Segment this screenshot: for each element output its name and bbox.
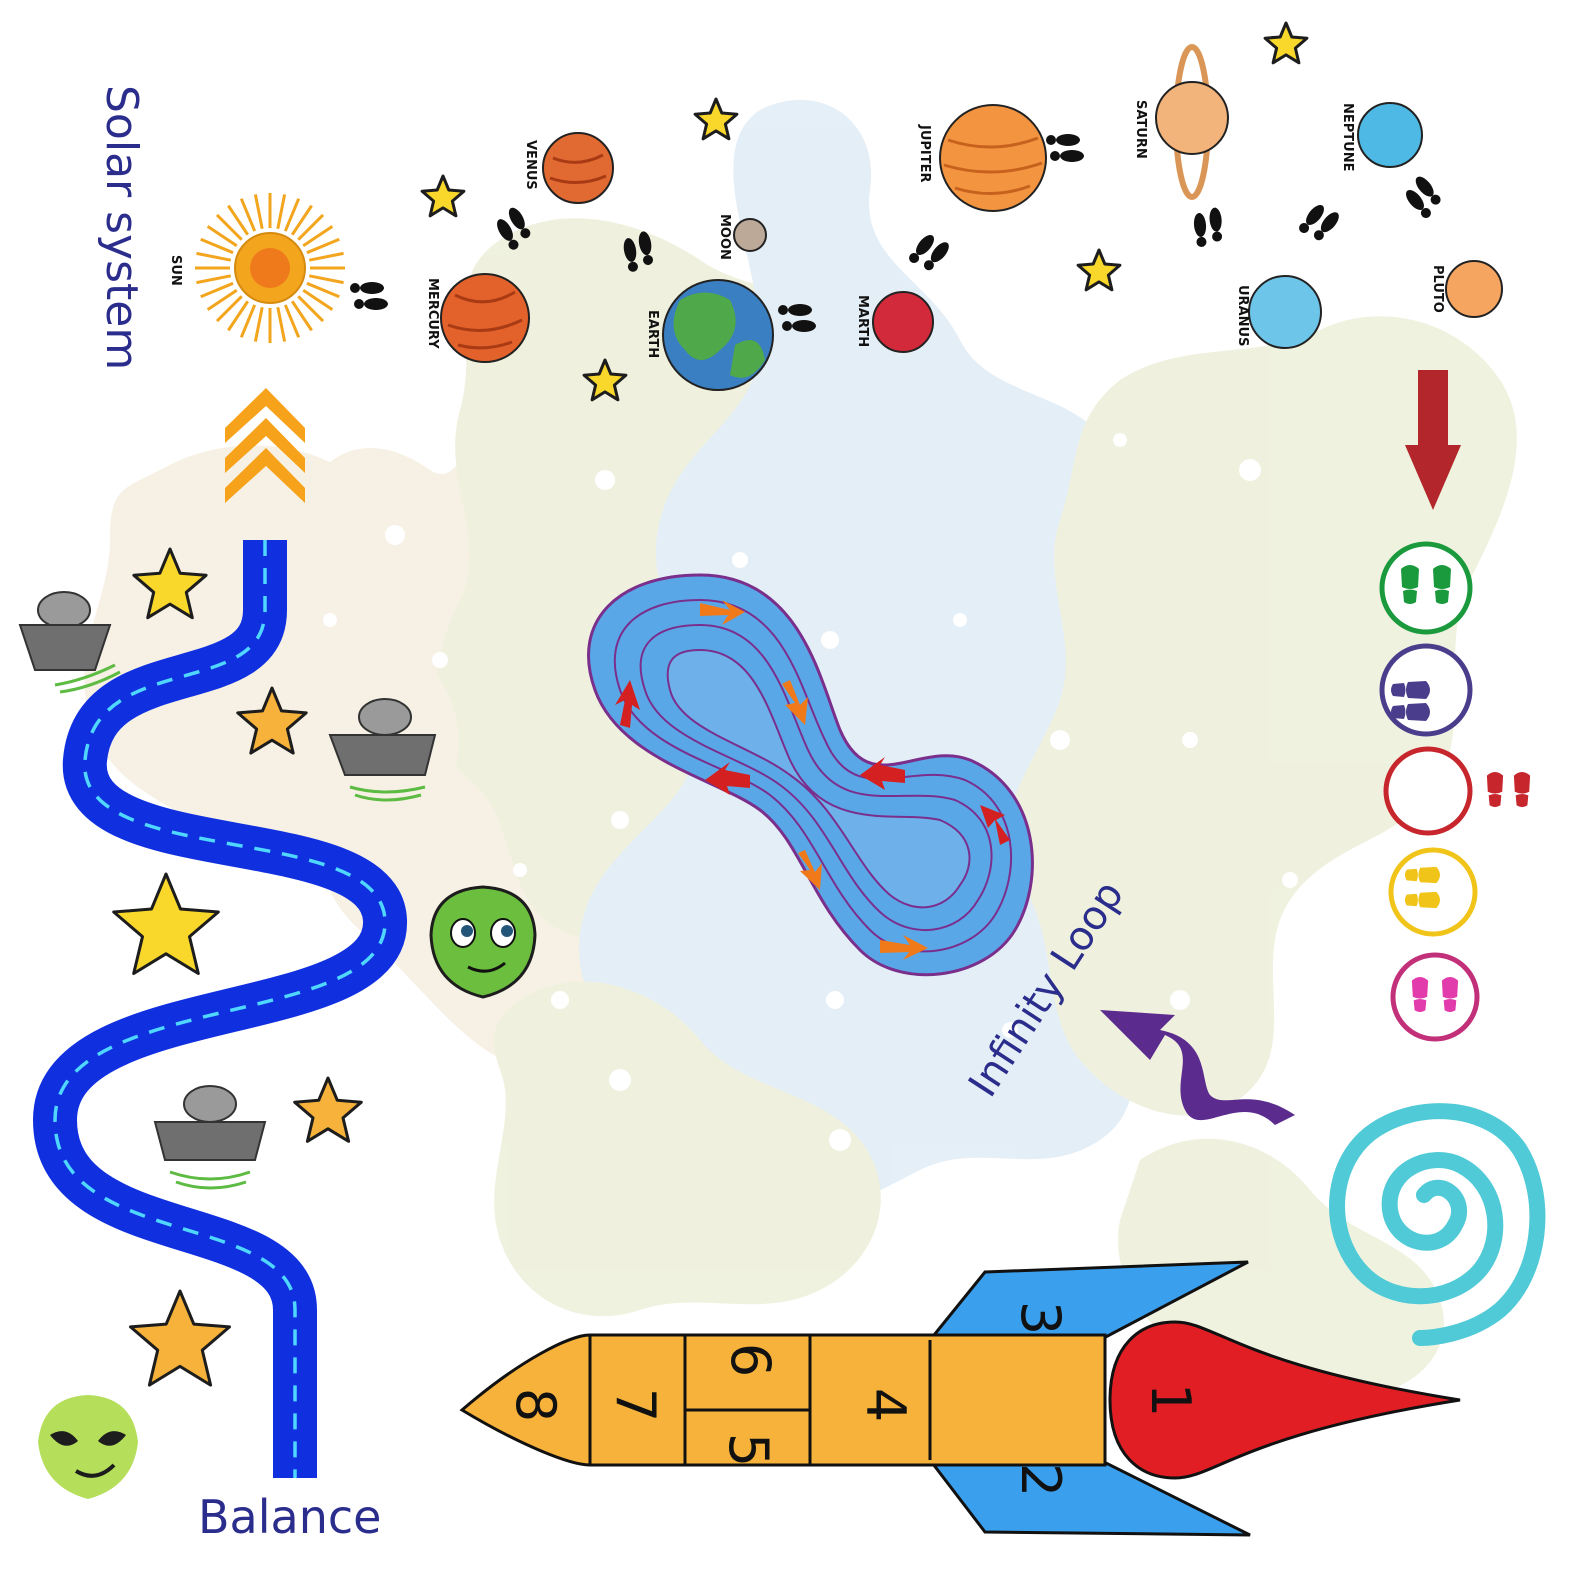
hopscotch-number: 5 [717, 1432, 780, 1468]
hopscotch-number: 7 [604, 1387, 667, 1423]
hopscotch-number: 2 [1009, 1462, 1072, 1498]
planet-label-jupiter: JUPITER [917, 125, 932, 183]
chevron-up-icon [225, 388, 305, 503]
star-icon [129, 1289, 231, 1387]
planet-label-pluto: PLUTO [1430, 265, 1445, 313]
planet-label-mercury: MERCURY [425, 278, 440, 349]
hopscotch-number: 4 [854, 1387, 917, 1423]
hopscotch-number: 3 [1009, 1300, 1072, 1336]
spiral-icon [1329, 1103, 1546, 1346]
star-icon [420, 174, 466, 218]
curved-arrow-icon [1100, 1010, 1295, 1125]
star-icon [1263, 21, 1309, 65]
star-icon [293, 1076, 363, 1143]
planet-label-saturn: SATURN [1133, 100, 1148, 159]
solar-system-title: Solar system [96, 85, 147, 371]
planet-label-venus: VENUS [523, 140, 538, 190]
planet-icon [440, 44, 1503, 391]
planet-label-mars: MARTH [855, 295, 870, 348]
planet-label-uranus: URANUS [1235, 285, 1250, 347]
balance-road[interactable] [33, 540, 407, 1478]
ufo-icon [18, 591, 121, 694]
hopscotch-number: 1 [1139, 1382, 1202, 1418]
alien-face-icon [38, 1395, 138, 1499]
balance-title: Balance [198, 1490, 382, 1544]
star-icon [236, 686, 308, 755]
alien-face-icon [429, 885, 537, 999]
star-icon [693, 97, 739, 141]
star-icon [132, 547, 208, 620]
arrow-down-icon [1405, 370, 1461, 510]
star-icon [582, 358, 628, 402]
ufo-icon [153, 1085, 267, 1190]
star-icon [1076, 248, 1122, 292]
sun-icon [195, 193, 345, 343]
hopscotch-number: 8 [504, 1387, 567, 1423]
star-icon [112, 872, 220, 975]
planet-label-earth: EARTH [645, 310, 660, 359]
planet-label-sun: SUN [168, 255, 183, 286]
planet-label-neptune: NEPTUNE [1340, 103, 1355, 172]
footprint-circles[interactable] [1379, 541, 1531, 1042]
infinity-loop[interactable] [587, 573, 1034, 977]
rocket-icon[interactable] [459, 1260, 1461, 1537]
ufo-icon [328, 698, 437, 802]
planet-label-moon: MOON [717, 214, 732, 260]
stars [112, 21, 1309, 1387]
hopscotch-number: 6 [719, 1342, 782, 1378]
